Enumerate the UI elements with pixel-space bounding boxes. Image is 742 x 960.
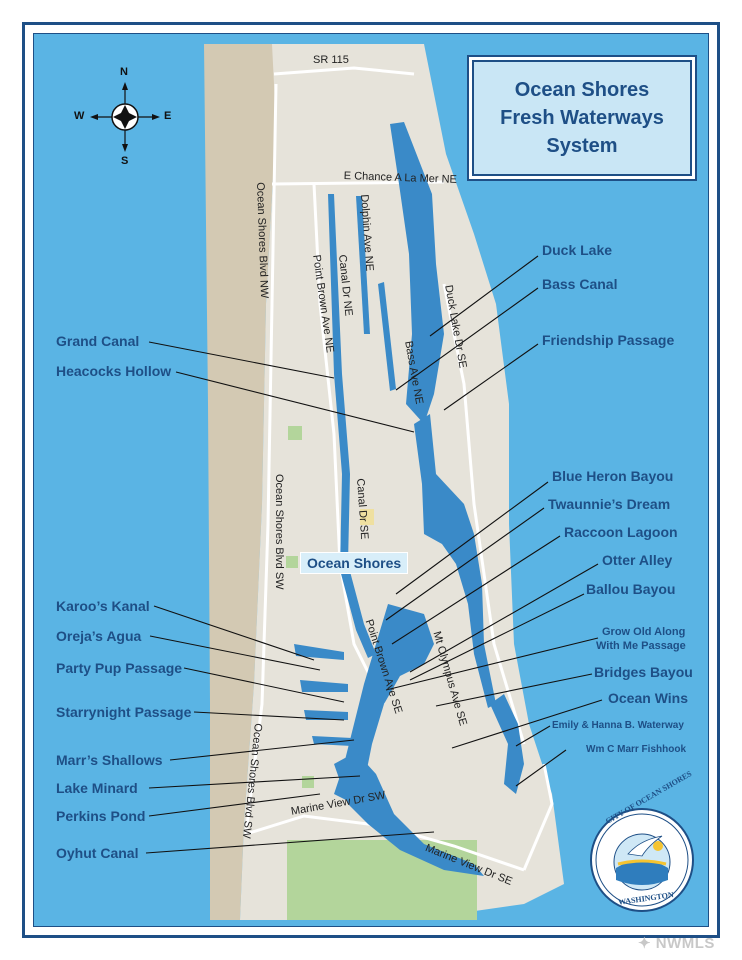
nwmls-watermark: ✦ NWMLS <box>638 934 715 952</box>
dolphin-canal-water <box>356 196 370 334</box>
compass-north: N <box>120 66 128 78</box>
park-spot-3 <box>286 556 298 568</box>
lake-minard-water <box>334 752 484 876</box>
label-party-pup-passage: Party Pup Passage <box>56 660 183 676</box>
park-spot-1 <box>288 426 302 440</box>
label-twaunnies-dream: Twaunnie’s Dream <box>548 496 671 512</box>
map-graphic <box>34 34 708 926</box>
map-area: Ocean Shores Fresh Waterways System N S … <box>33 33 709 927</box>
label-grand-canal: Grand Canal <box>56 333 140 349</box>
road-label-sr115: SR 115 <box>313 54 349 66</box>
label-wm-c-marr-fishhook: Wm C Marr Fishhook <box>586 744 687 755</box>
city-seal: CITY OF OCEAN SHORES WASHINGTON <box>590 769 694 912</box>
label-otter-alley: Otter Alley <box>602 552 673 568</box>
label-bridges-bayou: Bridges Bayou <box>594 664 693 680</box>
leader-lines <box>145 255 603 854</box>
label-bass-canal: Bass Canal <box>542 276 618 292</box>
duck-lake-water <box>390 122 444 424</box>
park-spot-2 <box>360 509 374 525</box>
compass-rose: N S E W <box>74 66 172 167</box>
grand-canal-water <box>328 194 376 658</box>
map-title-line-3: System <box>546 135 618 157</box>
label-friendship-passage: Friendship Passage <box>542 332 675 348</box>
label-heacocks-hollow: Heacocks Hollow <box>56 363 172 379</box>
map-title-line-1: Ocean Shores <box>514 79 650 101</box>
seal-emblem-icon <box>595 813 689 907</box>
label-duck-lake: Duck Lake <box>542 242 613 258</box>
beach-strip <box>204 44 294 920</box>
compass-icon <box>90 82 160 152</box>
map-title-line-2: Fresh Waterways <box>500 107 664 129</box>
park-spot-4 <box>302 776 314 788</box>
south-lagoon-water <box>334 604 434 804</box>
peninsula-land <box>240 44 564 920</box>
compass-east: E <box>164 110 172 122</box>
west-fingers-water <box>294 644 352 746</box>
label-raccoon-lagoon: Raccoon Lagoon <box>564 524 678 540</box>
label-ocean-wins: Ocean Wins <box>608 690 689 706</box>
label-grow-old-along: Grow Old Along <box>602 626 686 638</box>
label-orejas-agua: Oreja’s Agua <box>56 628 142 644</box>
compass-west: W <box>74 110 85 122</box>
watermark-text: NWMLS <box>655 935 715 952</box>
road-network <box>244 66 554 872</box>
town-label: Ocean Shores <box>300 552 409 574</box>
label-marrs-shallows: Marr’s Shallows <box>56 752 163 768</box>
label-karoos-kanal: Karoo’s Kanal <box>56 598 150 614</box>
label-with-me-passage: With Me Passage <box>596 640 686 652</box>
map-title-box: Ocean Shores Fresh Waterways System <box>472 60 692 176</box>
label-perkins-pond: Perkins Pond <box>56 808 146 824</box>
watermark-logo-icon: ✦ <box>638 935 652 952</box>
label-oyhut-canal: Oyhut Canal <box>56 845 139 861</box>
east-fishhook-water <box>490 694 524 794</box>
label-ballou-bayou: Ballou Bayou <box>586 581 676 597</box>
compass-south: S <box>121 155 129 167</box>
road-label-ocean-shores-sw-upper: Ocean Shores Blvd SW <box>273 474 285 590</box>
label-emily-hanna-waterway: Emily & Hanna B. Waterway <box>552 720 684 731</box>
label-starrynight-passage: Starrynight Passage <box>56 704 192 720</box>
bass-canal-water <box>378 282 396 391</box>
map-frame: Ocean Shores Fresh Waterways System N S … <box>22 22 720 938</box>
label-lake-minard: Lake Minard <box>56 780 138 796</box>
label-blue-heron-bayou: Blue Heron Bayou <box>552 468 674 484</box>
